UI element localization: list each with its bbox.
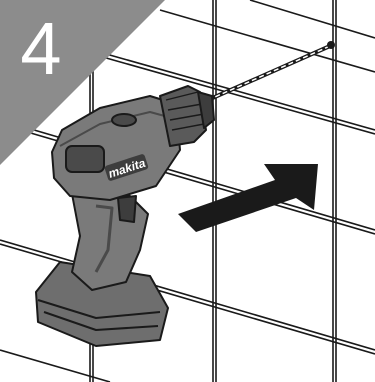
step-number: 4 (6, 4, 76, 94)
direction-arrow-icon (178, 164, 318, 232)
drill-bit (208, 41, 335, 100)
